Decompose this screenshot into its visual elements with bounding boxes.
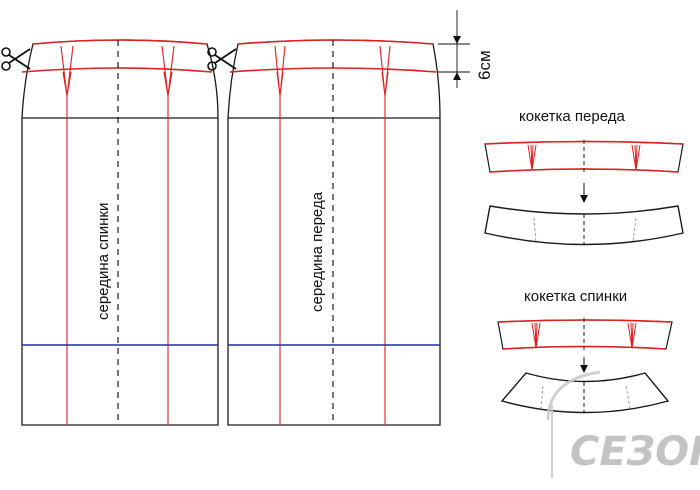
scissors-icon xyxy=(207,47,237,71)
front-yoke-title: кокетка переда xyxy=(519,108,625,125)
back-waist-line xyxy=(32,39,208,45)
back-yoke-line xyxy=(21,67,213,73)
front-yoke-piece-red xyxy=(484,140,684,173)
back-panel-outline xyxy=(21,39,219,426)
dimension-arrow-bottom xyxy=(453,72,461,80)
dimension-arrow-top xyxy=(453,36,461,44)
front-yoke-piece-shaped xyxy=(484,205,684,246)
front-panel-outline xyxy=(227,39,441,426)
watermark-logo: СЕЗОН xyxy=(546,370,700,478)
front-panel: середина переда xyxy=(207,39,441,426)
arrow-down-icon xyxy=(580,357,588,373)
front-waist-line xyxy=(237,39,434,45)
arrow-down-icon xyxy=(580,183,588,203)
yoke-height-dimension: 6см xyxy=(438,10,494,88)
watermark-brand: СЕЗОН xyxy=(570,429,700,475)
back-dart-right xyxy=(161,45,175,97)
back-yoke-piece-red xyxy=(497,318,673,350)
back-center-label: середина спинки xyxy=(95,203,112,320)
front-dart-right xyxy=(379,45,391,97)
back-panel: середина спинки xyxy=(1,39,219,426)
back-dart-left xyxy=(60,45,74,97)
back-yoke-title: кокетка спинки xyxy=(524,288,627,305)
yoke-height-label: 6см xyxy=(475,50,494,80)
scissors-icon xyxy=(1,47,31,71)
front-dart-left xyxy=(274,45,286,97)
front-center-label: середина переда xyxy=(309,191,326,312)
back-yoke-piece-shaped xyxy=(500,372,670,414)
front-yoke-line xyxy=(229,67,437,73)
